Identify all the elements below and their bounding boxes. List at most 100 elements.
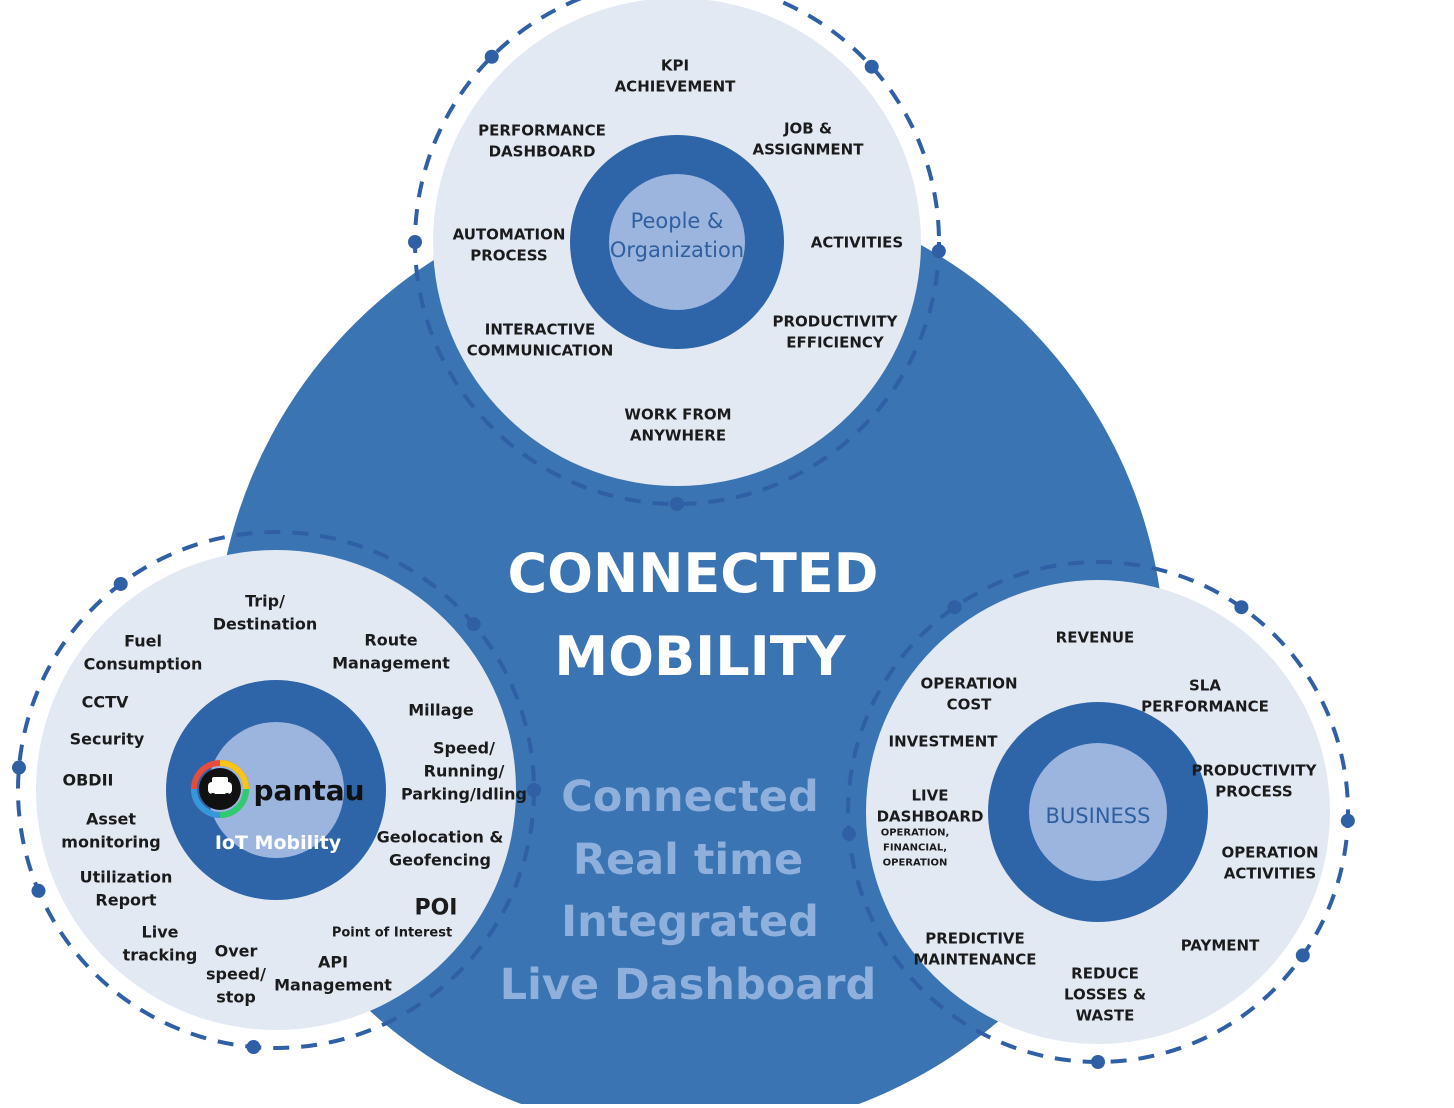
label-line: REDUCE — [1071, 964, 1139, 982]
people-core-line-1: People & — [631, 209, 724, 233]
label-line: Report — [95, 891, 157, 910]
people-label-perf-dash: PERFORMANCE DASHBOARD — [478, 121, 606, 160]
business-label-revenue: REVENUE — [1056, 628, 1135, 646]
label-line: CCTV — [82, 693, 129, 712]
label-line: AUTOMATION — [453, 225, 566, 243]
iot-connector-dots — [11, 576, 541, 1055]
people-label-automation: AUTOMATION PROCESS — [453, 225, 566, 264]
label-line: PREDICTIVE — [925, 929, 1025, 947]
label-line: Fuel — [124, 632, 162, 651]
business-core-label: BUSINESS — [1046, 804, 1151, 828]
label-line: ACTIVITIES — [1224, 864, 1316, 882]
label-line: EFFICIENCY — [786, 333, 885, 351]
people-label-job: JOB &ASSIGNMENT — [753, 119, 865, 158]
tagline-line-1: Connected — [561, 772, 818, 822]
people-connector-dots — [408, 49, 946, 511]
main-title-line-1: CONNECTED — [508, 542, 879, 605]
connector-dot — [864, 59, 879, 74]
label-line: ACHIEVEMENT — [615, 77, 737, 95]
iot-label-millage: Millage — [408, 701, 474, 720]
label-line: Management — [274, 976, 392, 995]
label-line: POI — [414, 896, 457, 921]
iot-label-obdii: OBDII — [63, 771, 114, 790]
label-line: DASHBOARD — [489, 142, 596, 160]
label-line: PERFORMANCE — [478, 121, 606, 139]
iot-core — [208, 722, 344, 858]
label-line: Asset — [86, 810, 136, 829]
iot-label-poi-sub: Point of Interest — [332, 926, 452, 941]
label-line: Route — [364, 631, 417, 650]
iot-label-cctv: CCTV — [82, 693, 129, 712]
label-line: Utilization — [80, 868, 173, 887]
label-line: COST — [947, 695, 993, 713]
label-line: ASSIGNMENT — [753, 140, 865, 158]
label-line: stop — [216, 988, 256, 1007]
label-line: API — [318, 953, 348, 972]
label-line: FINANCIAL, — [883, 843, 947, 854]
label-line: Geofencing — [389, 851, 491, 870]
business-labels: REVENUE OPERATION COST SLA PERFORMANCE INVEST… — [877, 628, 1319, 1024]
label-line: SLA — [1189, 676, 1221, 694]
people-core — [609, 174, 745, 310]
label-line: PERFORMANCE — [1141, 697, 1269, 715]
label-line: PROCESS — [470, 246, 547, 264]
business-label-investment: INVESTMENT — [889, 732, 999, 750]
label-line: KPI — [661, 56, 689, 74]
people-labels: KPI ACHIEVEMENT PERFORMANCE DASHBOARD JOB &A… — [453, 56, 904, 444]
tagline-line-3: Integrated — [561, 897, 819, 947]
iot-core-caption: IoT Mobility — [215, 832, 342, 854]
people-label-productivity: PRODUCTIVITY EFFICIENCY — [772, 312, 898, 351]
connector-dot — [931, 244, 946, 259]
label-line: Running/ — [424, 762, 505, 781]
label-line: PRODUCTIVITY — [772, 312, 898, 330]
business-core — [1029, 743, 1167, 881]
connector-dot — [408, 235, 422, 249]
label-line: PROCESS — [1215, 782, 1292, 800]
label-line: Point of Interest — [332, 926, 452, 941]
connector-dot — [466, 617, 481, 632]
connector-dot — [246, 1040, 261, 1055]
pantau-logo: pantau — [191, 760, 365, 818]
label-line: Security — [70, 730, 145, 749]
connector-dot — [841, 826, 856, 841]
label-line: COMMUNICATION — [467, 341, 614, 359]
label-line: LOSSES & — [1064, 985, 1146, 1003]
label-line: OPERATION, — [881, 828, 950, 839]
connector-dot — [527, 783, 541, 797]
main-title-line-2: MOBILITY — [554, 625, 846, 688]
tagline-line-4: Live Dashboard — [500, 960, 877, 1010]
connector-dot — [113, 576, 128, 591]
label-line: Millage — [408, 701, 474, 720]
label-line: Geolocation & — [377, 828, 504, 847]
connector-dot — [1234, 600, 1249, 615]
label-line: Management — [332, 654, 450, 673]
label-line: Trip/ — [245, 592, 285, 611]
business-label-sla: SLA PERFORMANCE — [1141, 676, 1269, 715]
iot-label-geo: Geolocation & Geofencing — [377, 828, 504, 870]
logo-text: pantau — [253, 774, 364, 807]
tagline-line-2: Real time — [573, 835, 803, 885]
label-line: WORK FROM — [624, 405, 731, 423]
connector-dot — [11, 760, 26, 775]
label-line: REVENUE — [1056, 628, 1135, 646]
people-label-kpi: KPI ACHIEVEMENT — [615, 56, 737, 95]
connector-dot — [484, 49, 499, 64]
label-line: Speed/ — [433, 739, 495, 758]
iot-label-security: Security — [70, 730, 145, 749]
business-label-opcost: OPERATION COST — [920, 674, 1017, 713]
label-line: OPERATION — [920, 674, 1017, 692]
connector-dot — [670, 497, 684, 511]
connector-dot — [1091, 1055, 1105, 1069]
